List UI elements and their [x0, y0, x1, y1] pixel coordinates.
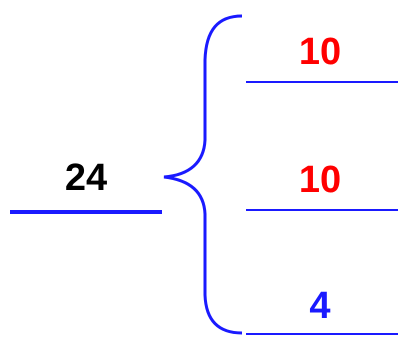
curly-brace [163, 14, 243, 335]
part-number-1: 10 [299, 31, 341, 73]
total-number: 24 [65, 157, 107, 199]
part-number-2: 10 [299, 159, 341, 201]
part-number-3: 4 [309, 285, 330, 327]
